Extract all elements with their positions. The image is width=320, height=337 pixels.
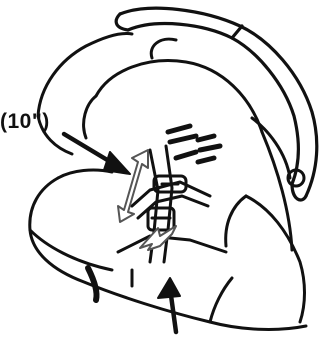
- pointer-arrow-icon: [64, 134, 130, 174]
- seat-shell-back: [38, 34, 290, 179]
- carry-handle: [116, 8, 317, 200]
- up-arrow-icon: [158, 278, 180, 332]
- harness-slots: [168, 126, 220, 162]
- measurement-label: (10"): [0, 111, 50, 132]
- harness-straps: [118, 146, 226, 262]
